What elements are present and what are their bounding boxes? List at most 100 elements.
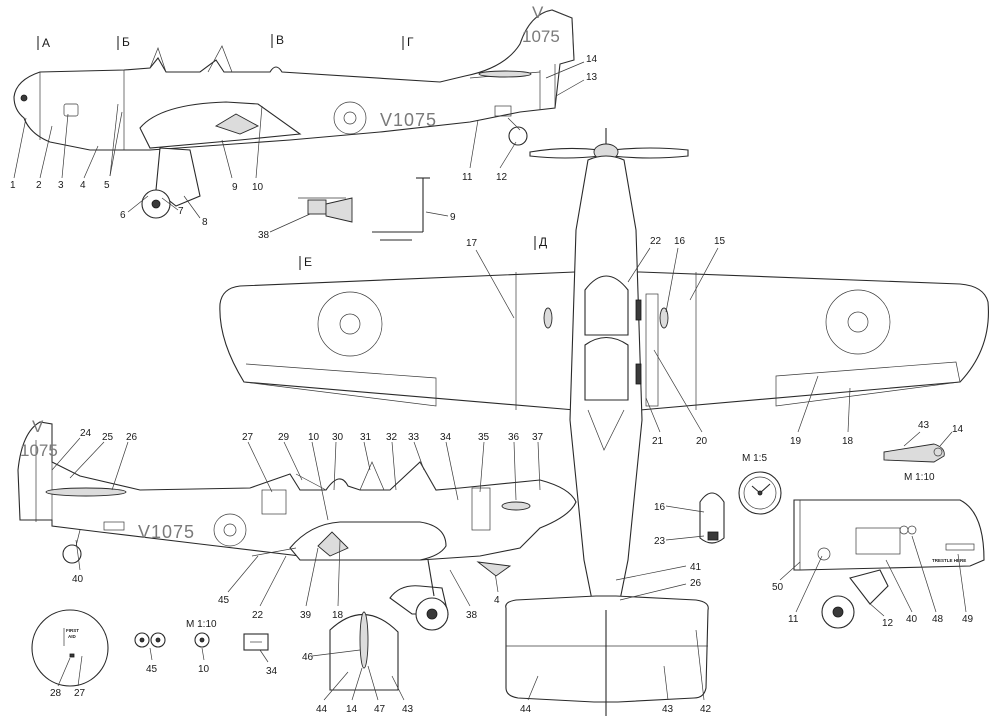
callout-16-inset: 16 bbox=[654, 502, 666, 513]
callout-47: 47 bbox=[374, 704, 386, 715]
callout-14-fairing: 14 bbox=[952, 424, 964, 435]
first-aid-line2: AID bbox=[68, 634, 77, 639]
callout-24: 24 bbox=[80, 428, 92, 439]
callout-37: 37 bbox=[532, 432, 544, 443]
callout-14: 14 bbox=[586, 54, 598, 65]
callout-15: 15 bbox=[714, 236, 726, 247]
callout-16: 16 bbox=[674, 236, 686, 247]
callout-18: 18 bbox=[842, 436, 854, 447]
callout-40-inset: 40 bbox=[906, 614, 918, 625]
inset-clock-gauge: M 1:5 bbox=[738, 453, 782, 515]
callout-18-lower: 18 bbox=[332, 610, 344, 621]
fin-number-top: 1075 bbox=[522, 27, 560, 46]
callout-21: 21 bbox=[652, 436, 664, 447]
callout-10-lower: 10 bbox=[308, 432, 320, 443]
callout-20: 20 bbox=[696, 436, 708, 447]
callout-42: 42 bbox=[700, 704, 712, 715]
inset-fittings: 45 M 1:10 10 34 bbox=[134, 619, 278, 677]
callout-32: 32 bbox=[386, 432, 398, 443]
scale-clock: M 1:5 bbox=[742, 453, 767, 464]
callout-29: 29 bbox=[278, 432, 290, 443]
callout-50: 50 bbox=[772, 582, 784, 593]
callouts-plan-view: 17 22 16 15 19 18 21 20 41 26 42 43 44 bbox=[466, 236, 854, 715]
section-label-e: Е bbox=[304, 255, 312, 269]
fin-number-lower: 1075 bbox=[20, 441, 58, 460]
callout-43-plan: 43 bbox=[662, 704, 674, 715]
callout-5: 5 bbox=[104, 180, 110, 191]
callout-49: 49 bbox=[962, 614, 974, 625]
callout-27: 27 bbox=[242, 432, 254, 443]
callout-44-plan: 44 bbox=[520, 704, 532, 715]
section-label-a: А bbox=[42, 36, 50, 50]
callout-30: 30 bbox=[332, 432, 344, 443]
side-view-top: А Б В Г V 1075 bbox=[13, 3, 575, 219]
scale-fairing: M 1:10 bbox=[904, 472, 935, 483]
callout-38-lower: 38 bbox=[466, 610, 478, 621]
callout-33: 33 bbox=[408, 432, 420, 443]
plan-view: Д Е bbox=[219, 128, 989, 716]
section-label-b: Б bbox=[122, 35, 130, 49]
callout-35: 35 bbox=[478, 432, 490, 443]
callout-39: 39 bbox=[300, 610, 312, 621]
callout-7: 7 bbox=[178, 206, 184, 217]
callout-10-inset: 10 bbox=[198, 664, 210, 675]
inset-fairing-43-14: 43 14 M 1:10 bbox=[883, 420, 964, 483]
callout-26-lower: 26 bbox=[126, 432, 138, 443]
registration-top: V1075 bbox=[380, 110, 437, 130]
callout-22: 22 bbox=[650, 236, 662, 247]
callout-46: 46 bbox=[302, 652, 314, 663]
callouts-lower-side: 24 25 26 27 29 10 30 31 32 33 34 35 36 3… bbox=[51, 428, 544, 621]
callout-12: 12 bbox=[496, 172, 508, 183]
callout-4-lower: 4 bbox=[494, 595, 500, 606]
callout-6: 6 bbox=[120, 210, 126, 221]
callout-36: 36 bbox=[508, 432, 520, 443]
callout-17: 17 bbox=[466, 238, 478, 249]
callout-13: 13 bbox=[586, 72, 598, 83]
callout-26-plan: 26 bbox=[690, 578, 702, 589]
callout-14-inset: 14 bbox=[346, 704, 358, 715]
section-marks-top: А Б В Г bbox=[37, 33, 414, 50]
section-label-v: В bbox=[276, 33, 284, 47]
callout-23: 23 bbox=[654, 536, 666, 547]
fuselage-top-side bbox=[13, 9, 575, 151]
callout-10: 10 bbox=[252, 182, 264, 193]
callout-41: 41 bbox=[690, 562, 702, 573]
callout-34-inset: 34 bbox=[266, 666, 278, 677]
callout-19: 19 bbox=[790, 436, 802, 447]
inset-tail-detail: 46 44 14 47 43 bbox=[302, 611, 414, 715]
callout-8: 8 bbox=[202, 217, 208, 228]
fin-letter-top: V bbox=[532, 3, 544, 22]
callout-43-inset: 43 bbox=[402, 704, 414, 715]
callout-11-inset: 11 bbox=[788, 614, 799, 625]
plan-tailplane bbox=[505, 595, 709, 703]
callout-3: 3 bbox=[58, 180, 64, 191]
callout-4: 4 bbox=[80, 180, 86, 191]
trestle-marking: TRESTLE HERE bbox=[932, 558, 966, 563]
callout-9-detail: 9 bbox=[450, 212, 456, 223]
inset-first-aid: FIRST AID 28 27 bbox=[31, 609, 109, 699]
scale-fitting: M 1:10 bbox=[186, 619, 217, 630]
inset-instrument-16-23: 16 23 bbox=[654, 492, 725, 547]
registration-lower: V1075 bbox=[138, 522, 195, 542]
callout-34: 34 bbox=[440, 432, 452, 443]
fin-letter-lower: V bbox=[32, 417, 44, 436]
first-aid-line1: FIRST bbox=[66, 628, 79, 633]
callout-22-lower: 22 bbox=[252, 610, 264, 621]
callout-48: 48 bbox=[932, 614, 944, 625]
callout-28: 28 bbox=[50, 688, 62, 699]
detail-38-and-9: 38 9 bbox=[258, 177, 456, 241]
section-label-d: Д bbox=[539, 235, 547, 249]
callout-2: 2 bbox=[36, 180, 42, 191]
callout-40: 40 bbox=[72, 574, 84, 585]
callout-1: 1 bbox=[10, 180, 16, 191]
callout-27-inset: 27 bbox=[74, 688, 86, 699]
callout-44-inset: 44 bbox=[316, 704, 328, 715]
callout-25: 25 bbox=[102, 432, 114, 443]
callout-43-fairing: 43 bbox=[918, 420, 930, 431]
callout-45-inset: 45 bbox=[146, 664, 158, 675]
callout-45: 45 bbox=[218, 595, 230, 606]
callout-11: 11 bbox=[462, 172, 473, 183]
inset-tailwheel-detail: TRESTLE HERE 50 11 40 48 49 12 bbox=[772, 499, 985, 629]
